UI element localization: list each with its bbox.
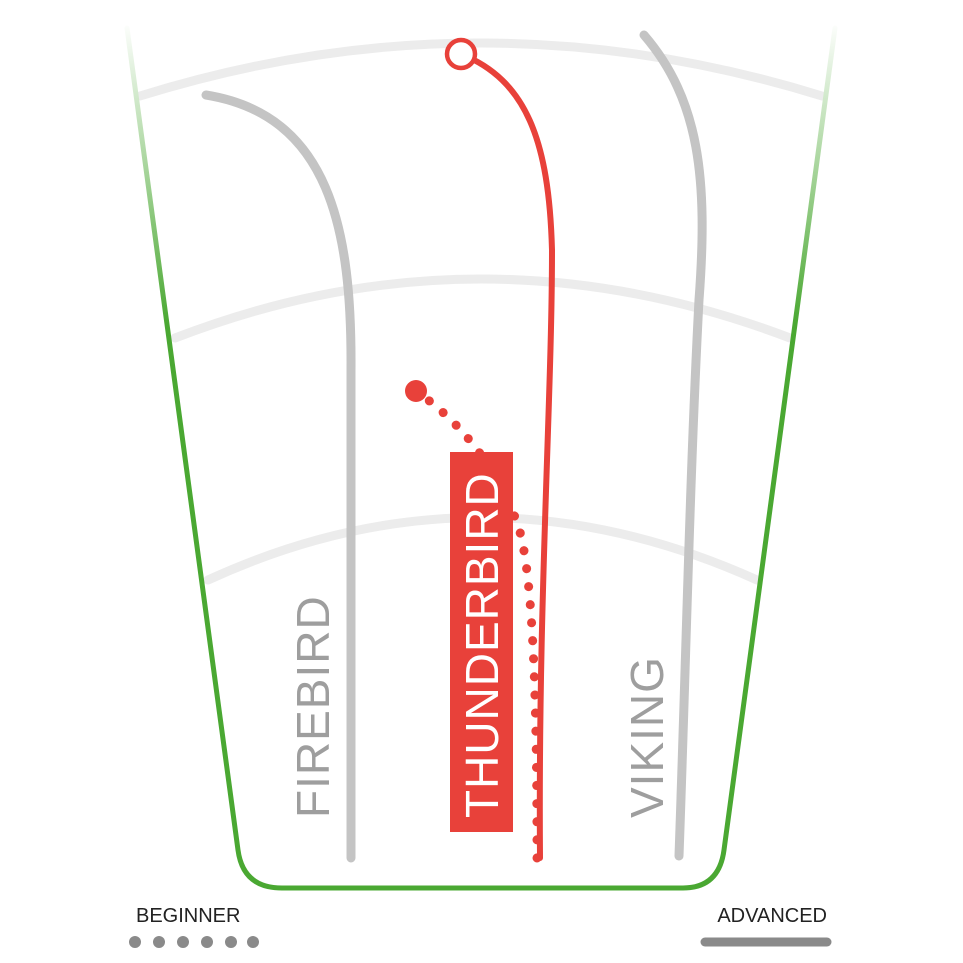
skill-legend: BEGINNER ADVANCED xyxy=(129,905,832,948)
distance-arc-far xyxy=(135,38,827,101)
legend-beginner-label: BEGINNER xyxy=(136,905,240,927)
thunderbird-beginner-landing-marker xyxy=(405,380,427,402)
thunderbird-advanced-flight-path xyxy=(458,51,556,861)
disc-label-thunderbird: THUNDERBIRD xyxy=(456,472,508,818)
thunderbird-beginner-flight-path xyxy=(411,386,542,863)
disc-labels: FIREBIRD THUNDERBIRD VIKING xyxy=(287,452,673,832)
legend-advanced-label: ADVANCED xyxy=(717,905,827,927)
disc-label-viking: VIKING xyxy=(621,656,673,818)
viking-flight-path xyxy=(639,30,707,861)
legend-beginner-dotted-marker xyxy=(129,936,259,948)
disc-label-firebird: FIREBIRD xyxy=(287,595,339,818)
thunderbird-advanced-landing-marker xyxy=(444,37,478,71)
firebird-flight-path xyxy=(201,90,356,863)
fairway-boundary xyxy=(124,25,838,891)
active-disc-label-background xyxy=(450,452,513,832)
